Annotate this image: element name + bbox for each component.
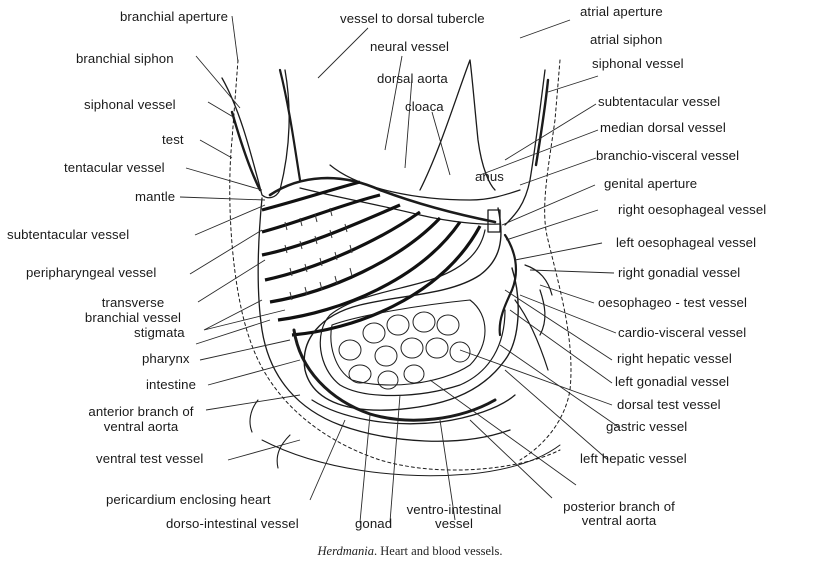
label-median-dorsal-vessel: median dorsal vessel: [600, 120, 726, 135]
caption-genus: Herdmania: [317, 544, 375, 558]
gonad-region: [330, 299, 486, 386]
label-left-hepatic-vessel: left hepatic vessel: [580, 451, 687, 466]
label-posterior-branch-line2: ventral aorta: [581, 513, 657, 528]
label-branchial-aperture: branchial aperture: [120, 9, 229, 24]
label-posterior-branch-line1: posterior branch of: [563, 499, 675, 514]
label-gonad: gonad: [355, 516, 393, 531]
label-intestine: intestine: [146, 377, 197, 392]
siphonal-vessel-right: [534, 78, 550, 167]
label-genital-aperture: genital aperture: [604, 176, 698, 191]
test-outline: [229, 59, 561, 471]
atrial-siphon-right: [504, 69, 546, 226]
intestine-outer: [303, 207, 519, 411]
label-right-gonadial-vessel: right gonadial vessel: [618, 265, 741, 280]
label-anus: anus: [475, 169, 504, 184]
label-neural-vessel: neural vessel: [370, 39, 450, 54]
label-pericardium: pericardium enclosing heart: [106, 492, 271, 507]
label-right-oesophageal-vessel: right oesophageal vessel: [618, 202, 767, 217]
transverse-vessels: [261, 180, 482, 337]
label-left-oesophageal-vessel: left oesophageal vessel: [616, 235, 757, 250]
label-right-hepatic-vessel: right hepatic vessel: [617, 351, 732, 366]
label-cloaca: cloaca: [405, 99, 444, 114]
label-left-gonadial-vessel: left gonadial vessel: [615, 374, 730, 389]
test-outline-right: [519, 59, 572, 461]
label-branchial-siphon: branchial siphon: [76, 51, 174, 66]
label-branchio-visceral-vessel: branchio-visceral vessel: [596, 148, 740, 163]
label-peripharyngeal-vessel: peripharyngeal vessel: [26, 265, 157, 280]
label-subtentacular-vessel-right: subtentacular vessel: [598, 94, 721, 109]
label-subtentacular-vessel-left: subtentacular vessel: [7, 227, 130, 242]
mantle-line: [257, 197, 511, 442]
label-transverse-line1: transverse: [101, 295, 165, 310]
label-pharynx: pharynx: [142, 351, 190, 366]
atrial-siphon-left: [419, 59, 496, 191]
ventral-aorta: [292, 328, 497, 422]
ventral-test-outline: [261, 439, 561, 477]
label-test: test: [162, 132, 184, 147]
label-ventral-test-vessel: ventral test vessel: [96, 451, 204, 466]
test-branches-left: [249, 399, 291, 469]
label-stigmata: stigmata: [134, 325, 185, 340]
label-siphonal-vessel-left: siphonal vessel: [84, 97, 176, 112]
peripharyngeal-vessel: [268, 176, 497, 224]
label-cardio-visceral-vessel: cardio-visceral vessel: [618, 325, 747, 340]
label-dorsal-test-vessel: dorsal test vessel: [617, 397, 721, 412]
gonad-ovals: [338, 311, 471, 390]
label-vessel-to-dorsal-tubercle: vessel to dorsal tubercle: [340, 11, 485, 26]
label-atrial-siphon: atrial siphon: [590, 32, 663, 47]
right-vessels: [498, 233, 518, 337]
label-tentacular-vessel: tentacular vessel: [64, 160, 165, 175]
intestine-inner: [319, 229, 506, 397]
label-ventro-intestinal-line1: ventro-intestinal: [406, 502, 502, 517]
label-atrial-aperture: atrial aperture: [580, 4, 663, 19]
stigmata-marks: [284, 207, 353, 301]
label-gastric-vessel: gastric vessel: [606, 419, 688, 434]
label-ventro-intestinal-line2: vessel: [435, 516, 473, 531]
label-dorso-intestinal-vessel: dorso-intestinal vessel: [166, 516, 299, 531]
label-anterior-branch-line1: anterior branch of: [88, 404, 194, 419]
label-transverse-line2: branchial vessel: [84, 310, 182, 325]
figure-caption: Herdmania. Heart and blood vessels.: [0, 544, 820, 559]
caption-text: . Heart and blood vessels.: [374, 544, 503, 558]
anus-stem: [487, 209, 501, 233]
oesophageo-test-branches: [514, 264, 553, 371]
branchial-siphon: [221, 69, 290, 199]
leader-lines: [179, 15, 621, 523]
label-mantle: mantle: [135, 189, 176, 204]
label-siphonal-vessel-right: siphonal vessel: [592, 56, 684, 71]
siphon-vessel-left: [230, 110, 262, 192]
siphon-vessel-left-inner: [278, 68, 302, 182]
label-anterior-branch-line2: ventral aorta: [103, 419, 179, 434]
label-oesophageo-test-vessel: oesophageo - test vessel: [598, 295, 748, 310]
label-dorsal-aorta: dorsal aorta: [377, 71, 448, 86]
